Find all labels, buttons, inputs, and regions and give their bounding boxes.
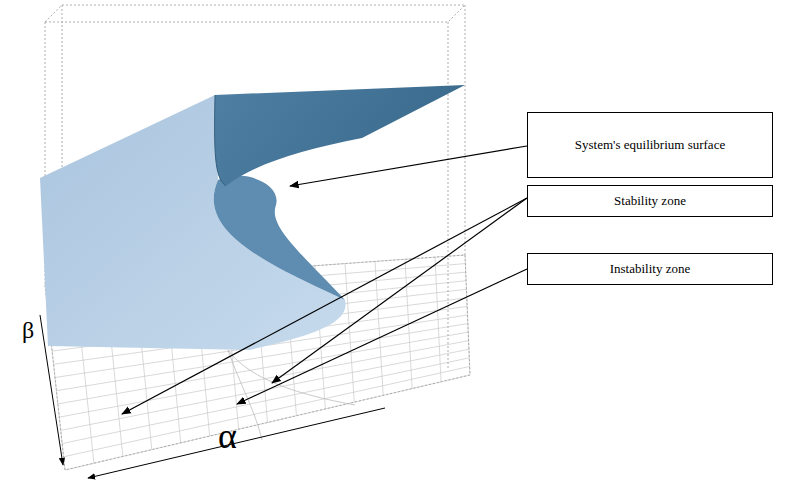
callout-text: Stability zone xyxy=(604,188,696,214)
equilibrium-surface xyxy=(40,85,465,350)
leader-arrows xyxy=(122,146,527,414)
axis-lines xyxy=(40,315,385,478)
axis-label: α xyxy=(218,418,237,454)
callout-text: Instability zone xyxy=(600,256,701,282)
cusp-projection xyxy=(228,350,355,440)
callout-box: System's equilibrium surface xyxy=(527,112,773,178)
callout-text: System's equilibrium surface xyxy=(565,132,735,158)
callout-box: Instability zone xyxy=(527,253,773,285)
callout-box: Stability zone xyxy=(527,185,773,217)
axis-label: β xyxy=(22,318,34,342)
